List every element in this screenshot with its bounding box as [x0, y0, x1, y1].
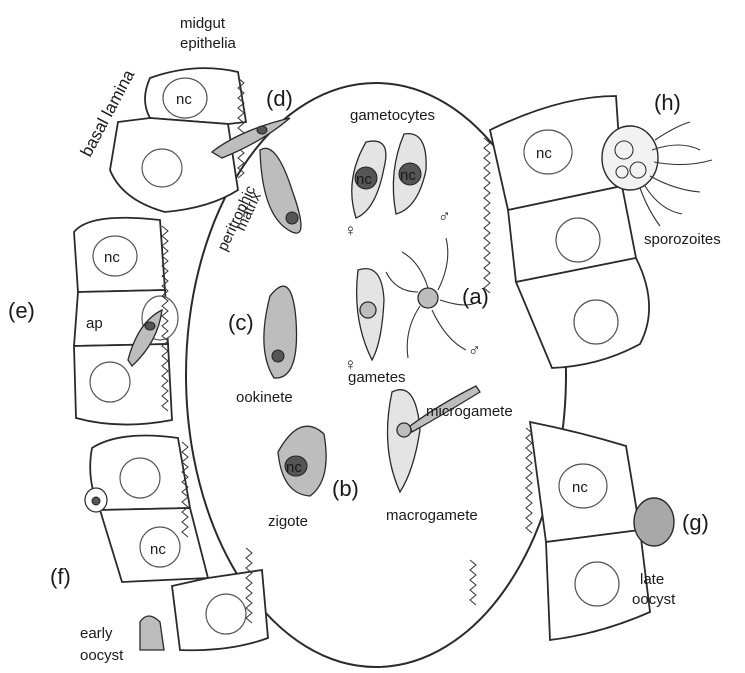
stage-f: (f): [50, 564, 71, 589]
nucleus-h-2: [556, 218, 600, 262]
label-nc-2: nc: [104, 249, 120, 266]
nucleus-g-2: [575, 562, 619, 606]
label-nc-3: nc: [150, 541, 166, 558]
stage-h: (h): [654, 90, 681, 115]
label-microgamete: microgamete: [426, 403, 513, 420]
ruptured-oocyst: [602, 126, 658, 190]
label-zigote: zigote: [268, 513, 308, 530]
stage-d: (d): [266, 86, 293, 111]
stage-e: (e): [8, 298, 35, 323]
nucleus-d-2: [142, 149, 182, 187]
label-nc-8: nc: [286, 459, 302, 476]
label-macrogamete: macrogamete: [386, 507, 478, 524]
label-early: early: [80, 625, 113, 642]
stage-g: (g): [682, 510, 709, 535]
female-symbol-1: ♀: [344, 221, 357, 240]
nucleus-h-3: [574, 300, 618, 344]
late-oocyst: [634, 498, 674, 546]
label-gametocytes: gametocytes: [350, 107, 435, 124]
label-midgut: midgut: [180, 15, 226, 32]
male-symbol-1: ♂: [438, 207, 451, 226]
label-ap: ap: [86, 315, 103, 332]
label-nc-6: nc: [356, 171, 372, 188]
label-epithelia: epithelia: [180, 35, 237, 52]
nucleus-f-1: [120, 458, 160, 498]
label-nc-1: nc: [176, 91, 192, 108]
label-nc-4: nc: [536, 145, 552, 162]
label-late-oocyst: oocyst: [632, 591, 676, 608]
label-ookinete: ookinete: [236, 389, 293, 406]
ookinete-lumen: [264, 286, 297, 378]
nucleus-e-2: [90, 362, 130, 402]
nucleus-f-3: [206, 594, 246, 634]
label-nc-7: nc: [400, 167, 416, 184]
stage-c: (c): [228, 310, 254, 335]
stage-b: (b): [332, 476, 359, 501]
female-symbol-2: ♀: [344, 355, 357, 374]
label-sporozoites: sporozoites: [644, 231, 721, 248]
stage-a: (a): [462, 284, 489, 309]
label-early-oocyst: oocyst: [80, 647, 124, 664]
early-oocyst-shape: [140, 616, 164, 650]
exflagellating-microgametocyte: [418, 288, 438, 308]
male-symbol-2: ♂: [468, 341, 481, 360]
label-late: late: [640, 571, 664, 588]
label-nc-5: nc: [572, 479, 588, 496]
